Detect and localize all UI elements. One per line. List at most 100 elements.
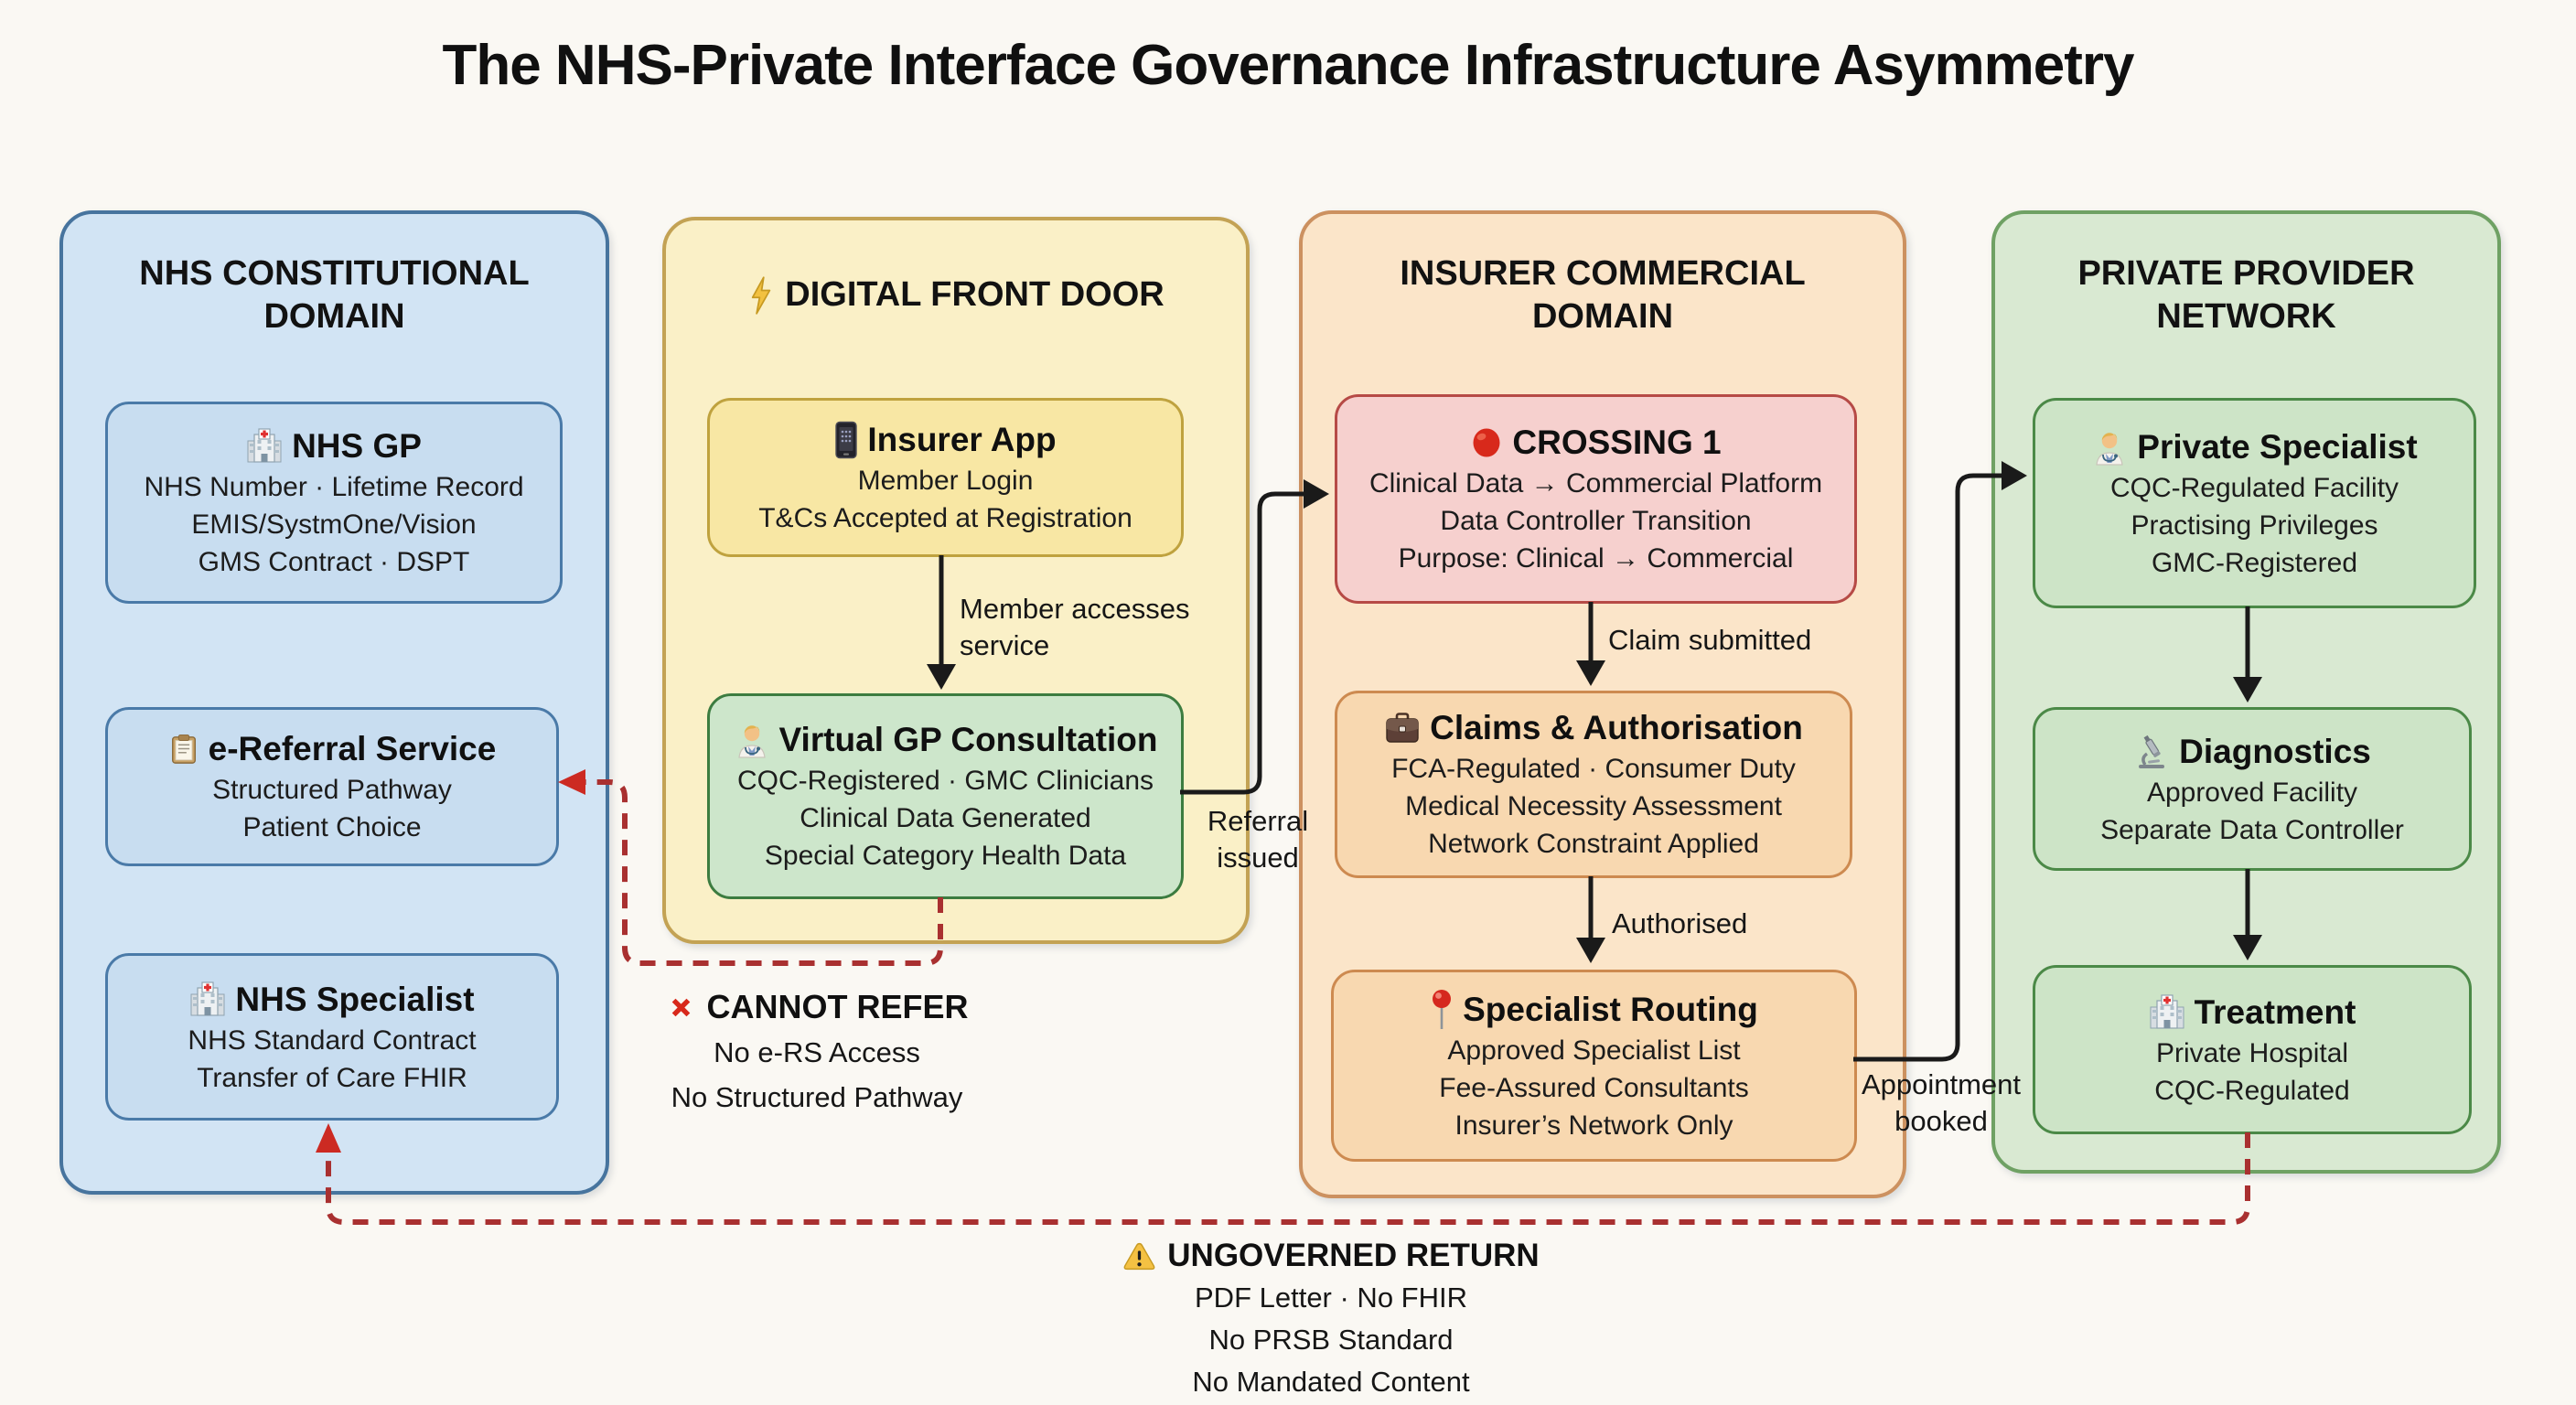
- node-detail: NHS Number · Lifetime Record: [144, 472, 524, 502]
- column-header-line: DIGITAL FRONT DOOR: [785, 275, 1165, 314]
- edge-label-line: Appointment: [1861, 1068, 2022, 1100]
- node-insurer-app: Insurer App Member Login T&Cs Accepted a…: [707, 398, 1184, 557]
- node-detail: T&Cs Accepted at Registration: [758, 503, 1132, 533]
- node-detail: GMS Contract · DSPT: [198, 547, 470, 577]
- hospital-icon: [189, 981, 226, 1018]
- node-title-row: Claims & Authorisation: [1384, 707, 1803, 749]
- node-title: Insurer App: [867, 421, 1057, 458]
- node-crossing-1: CROSSING 1 Clinical Data → Commercial Pl…: [1335, 394, 1857, 604]
- column-digital-front-door: DIGITAL FRONT DOOR Insurer App Member Lo…: [662, 217, 1250, 944]
- node-detail: Data Controller Transition: [1440, 506, 1752, 536]
- node-detail: Medical Necessity Assessment: [1405, 791, 1782, 821]
- node-detail: Approved Specialist List: [1447, 1035, 1741, 1066]
- node-detail: EMIS/SystmOne/Vision: [191, 509, 477, 540]
- node-detail: FCA-Regulated · Consumer Duty: [1391, 754, 1796, 784]
- node-title: CROSSING 1: [1512, 424, 1722, 461]
- callout-title: CANNOT REFER: [706, 988, 969, 1025]
- edge-label-claim-submitted: Claim submitted: [1608, 624, 1812, 656]
- edge-label-authorised: Authorised: [1612, 907, 1748, 939]
- column-private-provider-network: PRIVATE PROVIDER NETWORK Private Special…: [1991, 210, 2501, 1174]
- edge-label-line: Referral: [1207, 805, 1309, 837]
- column-header-line: INSURER COMMERCIAL: [1400, 254, 1806, 293]
- callout-title-row: CANNOT REFER: [565, 984, 1068, 1030]
- column-header-line: DOMAIN: [263, 297, 405, 336]
- edge-label-referral-issued: Referral issued: [1175, 803, 1340, 876]
- cross-mark-icon: [666, 992, 696, 1023]
- dashed-ungoverned-return-path: [326, 1132, 2250, 1225]
- callout-detail: No Structured Pathway: [671, 1081, 963, 1113]
- node-detail: Practising Privileges: [2131, 509, 2378, 541]
- doctor-icon: [2091, 429, 2128, 466]
- node-detail: Clinical Data → Commercial Platform: [1368, 468, 1823, 499]
- edge-label-appointment-booked: Appointment booked: [1841, 1067, 2042, 1140]
- node-title: Diagnostics: [2179, 732, 2371, 770]
- diagram-title: The NHS-Private Interface Governance Inf…: [442, 34, 2134, 97]
- node-title-row: Insurer App: [834, 419, 1057, 461]
- node-treatment: Treatment Private Hospital CQC-Regulated: [2033, 965, 2472, 1134]
- node-private-specialist: Private Specialist CQC-Regulated Facilit…: [2033, 398, 2476, 608]
- node-title-row: Treatment: [2149, 992, 2356, 1034]
- node-detail: Private Hospital: [2155, 1037, 2349, 1068]
- node-title: e-Referral Service: [208, 730, 497, 767]
- node-detail: Network Constraint Applied: [1428, 829, 1759, 859]
- pushpin-icon: [1430, 989, 1454, 1031]
- node-detail: CQC-Regulated Facility: [2109, 472, 2399, 503]
- node-title: Claims & Authorisation: [1430, 709, 1803, 746]
- node-detail: GMC-Registered: [2151, 547, 2358, 578]
- node-title-row: Virtual GP Consultation: [734, 719, 1158, 761]
- column-header-line: DOMAIN: [1531, 297, 1674, 336]
- node-diagnostics: Diagnostics Approved Facility Separate D…: [2033, 707, 2472, 871]
- node-detail: CQC-Registered · GMC Clinicians: [736, 766, 1154, 796]
- doctor-icon: [734, 722, 770, 758]
- column-nhs-constitutional-domain: NHS CONSTITUTIONAL DOMAIN NHS GP NHS Num…: [59, 210, 609, 1195]
- column-header-digital: DIGITAL FRONT DOOR: [666, 273, 1246, 316]
- node-detail: Purpose: Clinical → Commercial: [1398, 543, 1794, 574]
- clipboard-icon: [168, 734, 199, 765]
- briefcase-icon: [1384, 712, 1421, 745]
- column-header-line: PRIVATE PROVIDER: [2077, 254, 2415, 293]
- node-title: Virtual GP Consultation: [778, 721, 1158, 758]
- edge-label-line: booked: [1894, 1105, 1988, 1137]
- node-title-row: CROSSING 1: [1470, 422, 1722, 464]
- node-title: NHS GP: [292, 427, 422, 465]
- column-header-nhs: NHS CONSTITUTIONAL DOMAIN: [63, 252, 606, 338]
- node-e-referral-service: e-Referral Service Structured Pathway Pa…: [105, 707, 559, 866]
- node-virtual-gp-consultation: Virtual GP Consultation CQC-Registered ·…: [707, 693, 1184, 899]
- node-detail: Separate Data Controller: [2100, 814, 2404, 845]
- node-claims-authorisation: Claims & Authorisation FCA-Regulated · C…: [1335, 691, 1852, 878]
- microscope-icon: [2133, 734, 2170, 770]
- column-header-line: NETWORK: [2156, 297, 2336, 336]
- node-title-row: Diagnostics: [2133, 731, 2371, 773]
- node-detail: NHS Standard Contract: [188, 1024, 477, 1056]
- edge-label-member-accesses-service: Member accesses service: [960, 591, 1190, 664]
- edge-label-line: service: [960, 629, 1050, 661]
- node-detail: Approved Facility: [2146, 777, 2358, 808]
- smartphone-icon: [834, 421, 858, 459]
- callout-title-row: UNGOVERNED RETURN: [1047, 1235, 1615, 1277]
- callout-detail: No e-RS Access: [714, 1036, 920, 1068]
- hospital-icon: [2149, 993, 2185, 1031]
- node-detail: Special Category Health Data: [764, 841, 1127, 871]
- node-title: Treatment: [2194, 992, 2356, 1031]
- callout-ungoverned-return: UNGOVERNED RETURN PDF Letter · No FHIR N…: [1047, 1235, 1615, 1403]
- node-detail: Clinical Data Generated: [800, 803, 1091, 833]
- red-circle-icon: [1470, 426, 1503, 459]
- node-title-row: NHS GP: [246, 425, 422, 467]
- node-detail: Structured Pathway: [212, 775, 452, 805]
- warning-icon: [1122, 1241, 1156, 1271]
- hospital-icon: [246, 428, 283, 465]
- column-header-private: PRIVATE PROVIDER NETWORK: [1995, 252, 2497, 338]
- edge-label-line: issued: [1217, 842, 1299, 874]
- node-detail: CQC-Regulated: [2154, 1075, 2350, 1106]
- node-detail: Member Login: [857, 466, 1034, 496]
- callout-title: UNGOVERNED RETURN: [1167, 1238, 1540, 1273]
- node-title: Private Specialist: [2137, 427, 2418, 466]
- node-specialist-routing: Specialist Routing Approved Specialist L…: [1331, 970, 1857, 1162]
- node-title: Specialist Routing: [1463, 990, 1758, 1028]
- node-title-row: e-Referral Service: [168, 728, 497, 770]
- lightning-icon: [747, 275, 774, 316]
- node-nhs-specialist: NHS Specialist NHS Standard Contract Tra…: [105, 953, 559, 1121]
- node-title-row: Private Specialist: [2091, 426, 2418, 468]
- callout-detail: No PRSB Standard: [1208, 1324, 1454, 1356]
